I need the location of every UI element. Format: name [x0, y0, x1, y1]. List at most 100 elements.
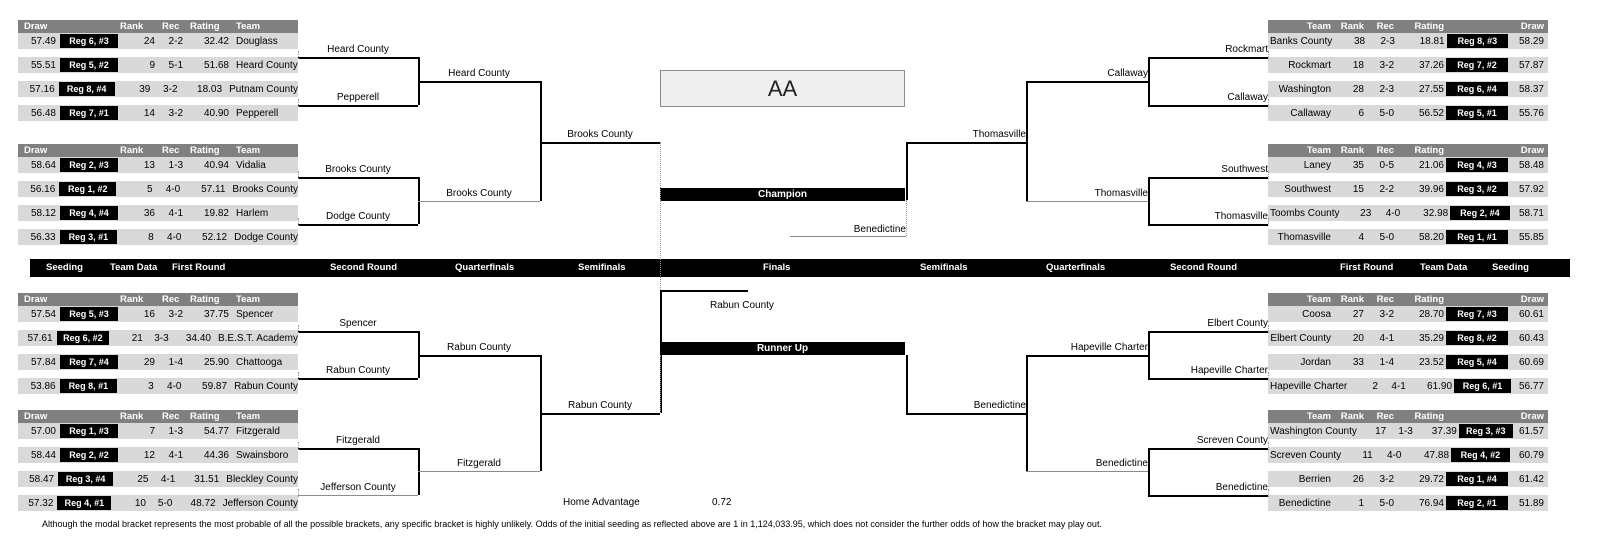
seed-rating: 51.68 — [203, 59, 229, 71]
seed-team-name: Screven County — [1270, 449, 1342, 461]
seed-rating: 37.75 — [203, 308, 229, 320]
seed-draw: 57.84 — [30, 356, 56, 368]
bracket-vertical-line — [298, 489, 299, 497]
bracket-vertical-line — [1268, 442, 1269, 450]
seed-record: 1-3 — [1398, 425, 1413, 437]
seed-rating: 59.87 — [202, 380, 228, 392]
seed-team-name: Fitzgerald — [236, 425, 280, 437]
footer-note: Although the modal bracket represents th… — [42, 519, 1102, 529]
bracket-horizontal-line — [298, 448, 418, 450]
seed-rating: 37.39 — [1431, 425, 1457, 437]
bracket-horizontal-line — [298, 495, 418, 496]
seed-rank: 33 — [1352, 356, 1364, 368]
header-rating: Rating — [1414, 145, 1444, 156]
seed-record: 0-5 — [1379, 159, 1394, 171]
bracket-vertical-line — [540, 81, 542, 201]
seed-team-name: Putnam County — [229, 83, 298, 95]
header-rank: Rank — [1340, 145, 1364, 156]
bracket-vertical-line — [1268, 489, 1269, 497]
seed-record: 1-4 — [1379, 356, 1394, 368]
header-team: Team — [1306, 411, 1331, 422]
seed-region-badge: Reg 8, #4 — [58, 82, 115, 96]
seed-rank: 2 — [1372, 380, 1378, 392]
header-team: Team — [236, 145, 261, 156]
seed-rank: 11 — [1362, 449, 1373, 461]
seed-region-badge: Reg 6, #3 — [60, 34, 118, 48]
seed-record: 4-0 — [167, 380, 182, 392]
header-rank: Rank — [120, 21, 144, 32]
header-rank: Rank — [120, 145, 144, 156]
seed-row-spacer — [18, 173, 298, 181]
class-title: AA — [767, 75, 798, 101]
seed-team-name: Laney — [1303, 159, 1331, 171]
seed-team-name: Callaway — [1290, 107, 1331, 119]
seed-row-spacer — [1268, 49, 1548, 57]
bracket-horizontal-line — [1148, 57, 1268, 59]
seed-rating: 40.90 — [203, 107, 229, 119]
bracket-horizontal-line — [790, 236, 906, 237]
seed-row-spacer — [1268, 370, 1548, 378]
seed-draw: 55.85 — [1518, 231, 1544, 243]
bracket-horizontal-line — [1148, 224, 1268, 226]
seed-region-badge: Reg 3, #3 — [1458, 424, 1513, 438]
seed-rating: 32.42 — [203, 35, 229, 47]
seed-rank: 39 — [139, 83, 151, 95]
seed-row-spacer — [1268, 487, 1548, 495]
seed-draw: 55.76 — [1518, 107, 1544, 119]
header-draw: Draw — [1520, 145, 1544, 156]
seed-rank: 15 — [1352, 183, 1364, 195]
seed-region-badge: Reg 5, #3 — [60, 307, 118, 321]
seed-team-name: Washington County — [1270, 425, 1357, 437]
seed-team-name: Bleckley County — [226, 473, 298, 485]
seed-team-name: Douglass — [236, 35, 278, 47]
seed-team-name: Jefferson County — [222, 497, 298, 509]
seed-draw: 57.16 — [29, 83, 55, 95]
seed-team-name: Berrien — [1298, 473, 1331, 485]
seed-rating: 58.20 — [1418, 231, 1444, 243]
seed-rank: 25 — [137, 473, 149, 485]
seed-rating: 32.98 — [1423, 207, 1449, 219]
seed-team-name: Washington — [1278, 83, 1331, 95]
bracket-horizontal-line — [298, 378, 418, 380]
bracket-horizontal-line — [298, 105, 418, 107]
seed-rating: 29.72 — [1418, 473, 1444, 485]
bracket-horizontal-line — [298, 177, 418, 179]
